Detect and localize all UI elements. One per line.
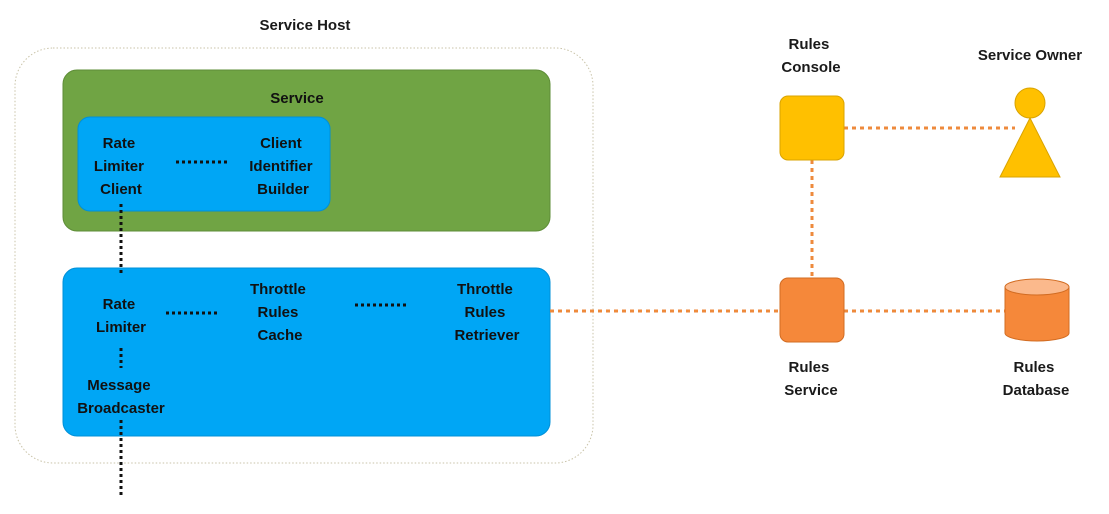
rules-console-label: Rules Console xyxy=(781,36,840,76)
service-owner-label: Service Owner xyxy=(978,47,1082,64)
throttle-rules-retriever-label: Throttle Rules Retriever xyxy=(454,281,519,344)
service-host-label: Service Host xyxy=(260,17,351,34)
service-host-container xyxy=(14,47,594,464)
service-owner-icon xyxy=(999,87,1061,178)
client-components-box xyxy=(77,116,331,212)
rate-limiter-box xyxy=(62,267,551,437)
rules-service-label: Rules Service xyxy=(784,359,837,399)
message-broadcaster-label: Message Broadcaster xyxy=(77,377,165,417)
service-label: Service xyxy=(270,90,323,107)
client-identifier-builder-label: Client Identifier Builder xyxy=(249,135,317,198)
rules-database-label: Rules Database xyxy=(1003,359,1070,399)
throttle-rules-cache-label: Throttle Rules Cache xyxy=(250,281,310,344)
rate-limiter-label: Rate Limiter xyxy=(96,296,146,336)
database-icon xyxy=(1004,278,1070,342)
rules-console-box xyxy=(779,95,845,161)
rate-limiter-client-label: Rate Limiter Client xyxy=(94,135,148,198)
rules-service-box xyxy=(779,277,845,343)
